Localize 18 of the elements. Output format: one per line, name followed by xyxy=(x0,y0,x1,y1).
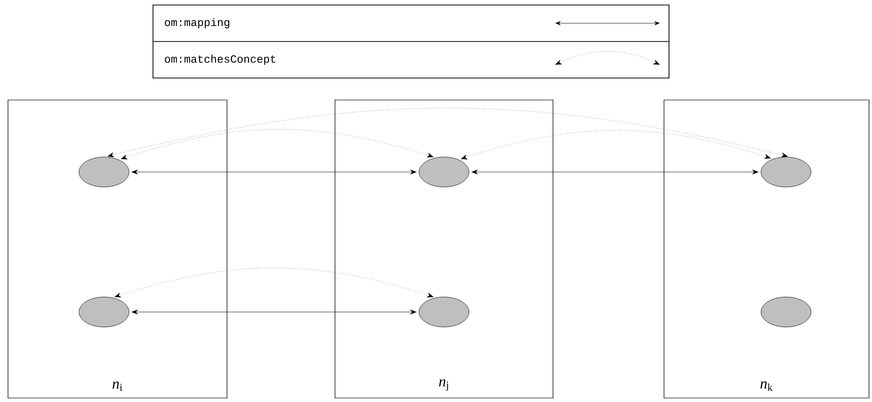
group-box: n$_{k}$ xyxy=(664,100,870,398)
legend-label: om:mapping xyxy=(164,18,230,28)
ellipse xyxy=(78,156,130,188)
ellipse xyxy=(78,296,130,328)
arrow xyxy=(120,129,434,160)
ellipse xyxy=(418,296,470,328)
ellipse xyxy=(760,296,812,328)
arrow xyxy=(108,108,788,158)
arrow xyxy=(132,170,416,174)
arrow xyxy=(114,268,434,298)
arrow xyxy=(472,170,758,174)
group-box: n$_{j}$ xyxy=(334,100,554,398)
ellipse xyxy=(760,156,812,188)
group-box: n$_{i}$ xyxy=(8,100,228,398)
arrow xyxy=(460,130,771,160)
legend-label: om:matchesConcept xyxy=(164,54,276,65)
arrow xyxy=(132,310,416,314)
ellipse xyxy=(418,156,470,188)
